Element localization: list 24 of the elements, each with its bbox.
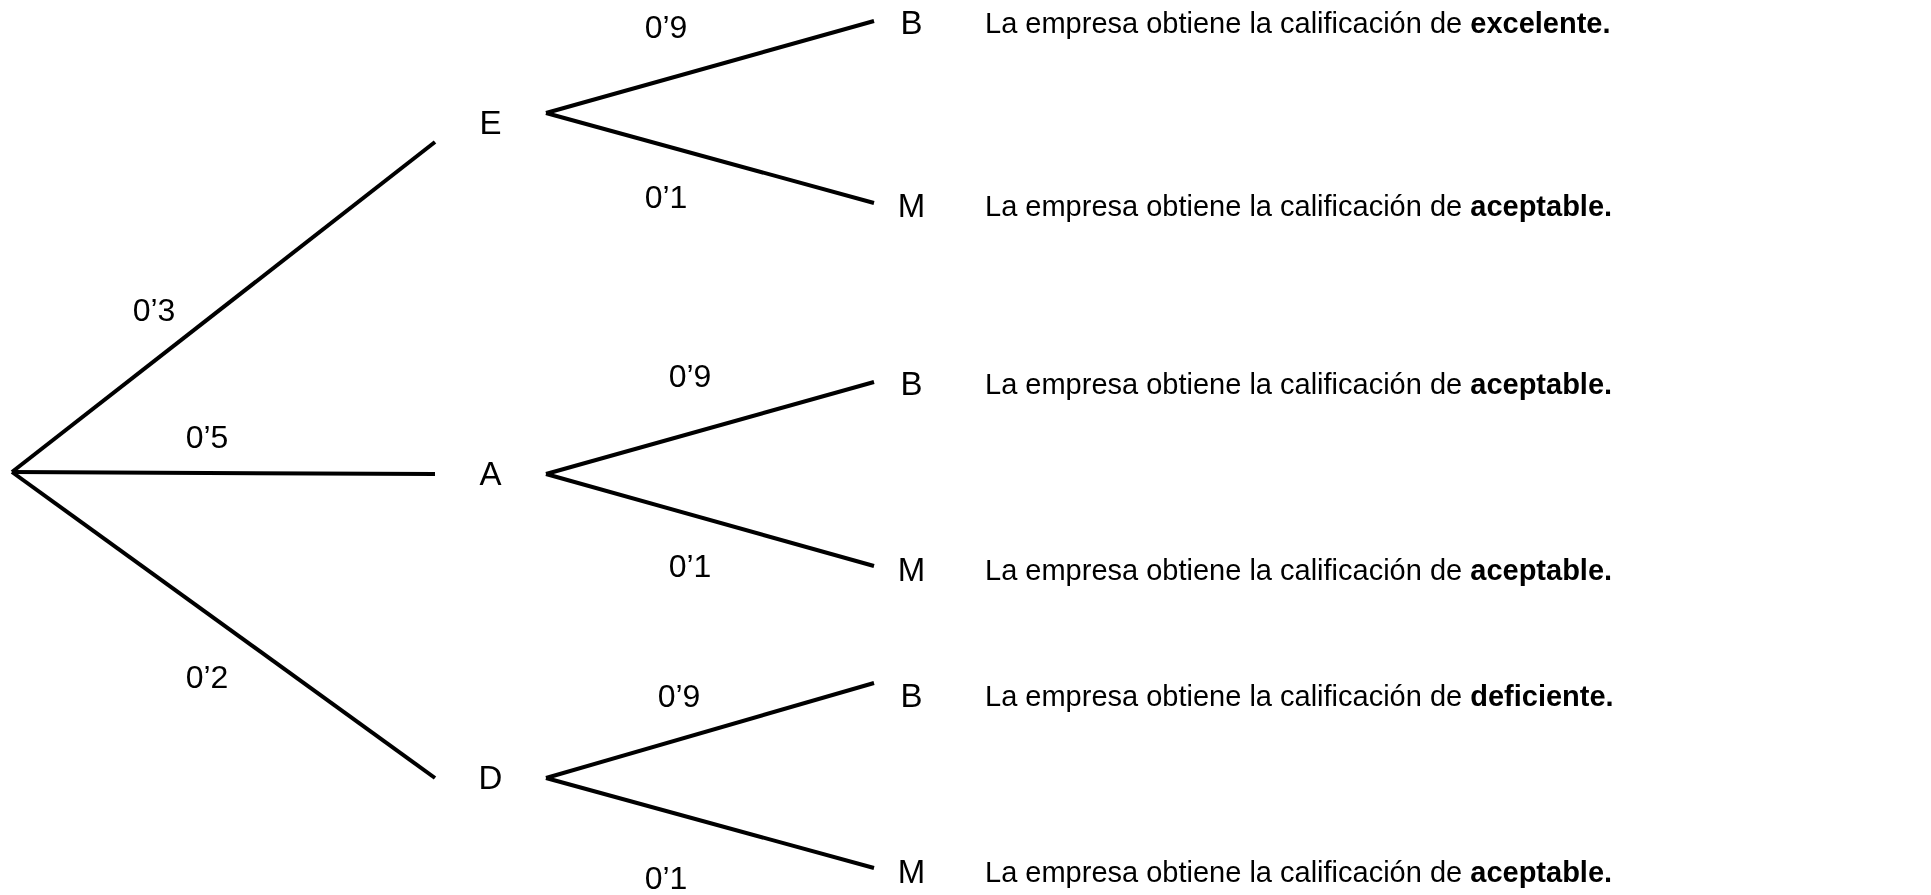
branch-line [10,470,437,780]
branch-line [545,19,875,115]
outcome-label: A [435,449,546,499]
outcome-label: M [874,547,949,593]
outcome-label: B [874,673,949,719]
outcome-description: La empresa obtiene la calificación de aceptable. [985,367,1613,401]
outcome-label: D [435,753,546,803]
branch-line [545,776,875,870]
branch-line [545,681,875,780]
outcome-description: La empresa obtiene la calificación de aceptable. [985,189,1613,223]
branch-line [12,470,435,476]
outcome-label: B [874,361,949,407]
outcome-description: La empresa obtiene la calificación de excelente. [985,6,1611,40]
outcome-label: M [874,183,949,229]
outcome-description: La empresa obtiene la calificación de aceptable. [985,855,1613,889]
outcome-label: E [435,98,546,148]
outcome-description: La empresa obtiene la calificación de deficiente. [985,679,1614,713]
branch-line [545,380,875,476]
branch-line [10,140,437,474]
outcome-description: La empresa obtiene la calificación de aceptable. [985,553,1613,587]
outcome-label: B [874,0,949,46]
branch-line [545,111,875,205]
branch-line [545,472,875,568]
outcome-label: M [874,849,949,895]
